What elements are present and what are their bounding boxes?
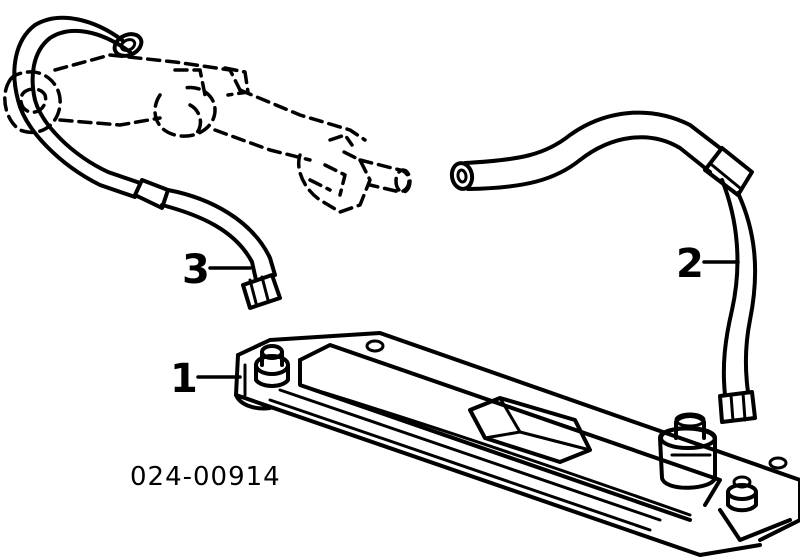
hose-3 — [12, 15, 282, 310]
oil-cooler — [234, 331, 800, 557]
callout-3-label: 3 — [182, 247, 210, 293]
callout-1-label: 1 — [170, 356, 198, 402]
part-code: 024-00914 — [130, 462, 281, 492]
hose-2 — [449, 110, 758, 424]
callout-2-label: 2 — [676, 241, 704, 287]
callout-1: 1 — [170, 356, 242, 402]
callout-3: 3 — [182, 247, 252, 293]
callout-2: 2 — [676, 241, 740, 287]
phantom-housing — [3, 53, 412, 214]
